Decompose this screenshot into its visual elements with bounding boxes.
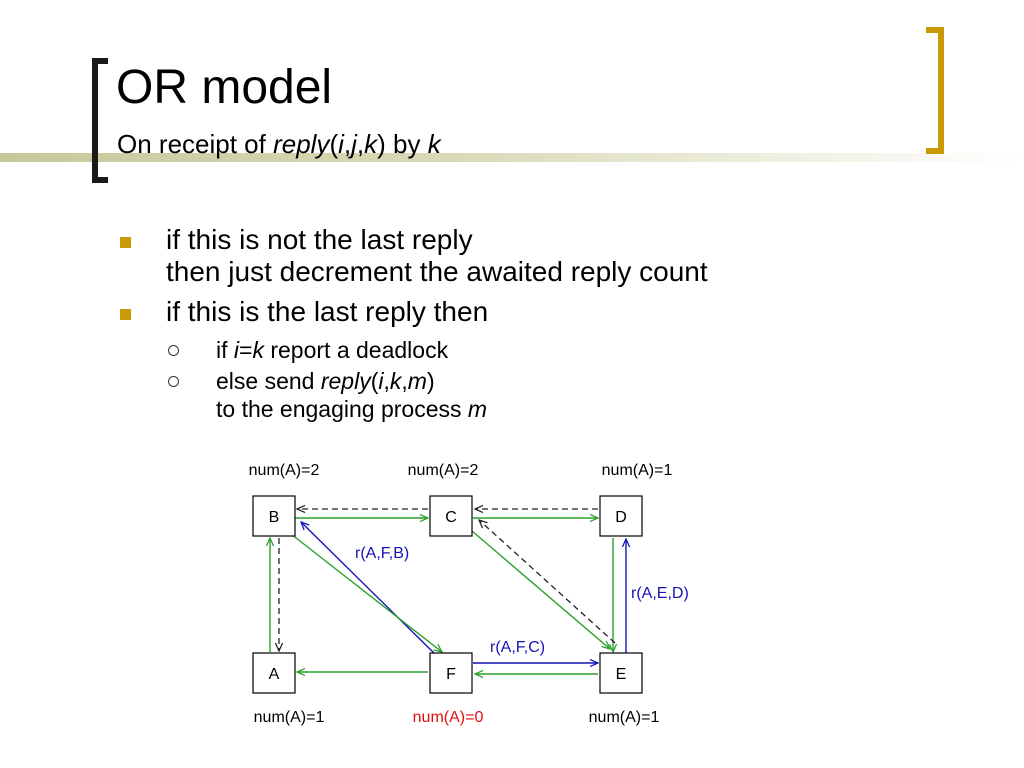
node-b-label: B: [269, 509, 280, 526]
node-a-counter: num(A)=1: [254, 709, 325, 726]
node-f-counter: num(A)=0: [413, 709, 484, 726]
node-a-label: A: [269, 666, 280, 683]
node-c-counter: num(A)=2: [408, 462, 479, 479]
node-d: D: [599, 495, 643, 537]
node-d-counter: num(A)=1: [602, 462, 673, 479]
bullet-item: if this is not the last reply then just …: [118, 224, 918, 288]
bullet-text: if this is the last reply then: [166, 296, 489, 327]
sub-bullet-text: if i=k report a deadlock: [216, 337, 449, 363]
edge-label-r-aed: r(A,E,D): [631, 585, 689, 602]
bullet-text: if this is not the last reply: [166, 224, 473, 255]
node-b-counter: num(A)=2: [249, 462, 320, 479]
edge-e-to-c-dashed: [479, 520, 616, 644]
edge-f-to-b-reply: [301, 522, 438, 657]
edge-label-r-afb: r(A,F,B): [355, 545, 409, 562]
node-e: E: [599, 652, 643, 694]
bullet-item: if this is the last reply then: [118, 296, 918, 328]
sub-bullet-item: if i=k report a deadlock: [118, 336, 918, 364]
slide-subtitle: On receipt of reply(i,j,k) by k: [117, 129, 441, 159]
title-underline-band: [0, 153, 1024, 162]
circle-bullet-icon: [168, 376, 179, 387]
sub-bullet-item: else send reply(i,k,m) to the engaging p…: [118, 367, 918, 423]
node-f: F: [429, 652, 473, 694]
left-bracket-decoration: [92, 58, 108, 183]
node-c: C: [429, 495, 473, 537]
node-d-label: D: [615, 509, 627, 526]
node-a: A: [252, 652, 296, 694]
bullet-text: then just decrement the awaited reply co…: [166, 256, 708, 287]
edge-b-to-f-request: [290, 533, 442, 652]
right-bracket-decoration: [926, 27, 944, 154]
square-bullet-icon: [120, 237, 131, 248]
node-b: B: [252, 495, 296, 537]
sub-bullet-text: to the engaging process m: [216, 396, 488, 422]
node-c-label: C: [445, 509, 457, 526]
node-f-label: F: [446, 666, 456, 683]
circle-bullet-icon: [168, 345, 179, 356]
node-e-label: E: [616, 666, 627, 683]
node-e-counter: num(A)=1: [589, 709, 660, 726]
edge-c-to-e-request: [471, 530, 610, 649]
square-bullet-icon: [120, 309, 131, 320]
bullet-list: if this is not the last reply then just …: [118, 224, 918, 426]
edge-label-r-afc: r(A,F,C): [490, 639, 545, 656]
sub-bullet-text: else send reply(i,k,m): [216, 368, 435, 394]
slide-title: OR model: [116, 61, 333, 114]
